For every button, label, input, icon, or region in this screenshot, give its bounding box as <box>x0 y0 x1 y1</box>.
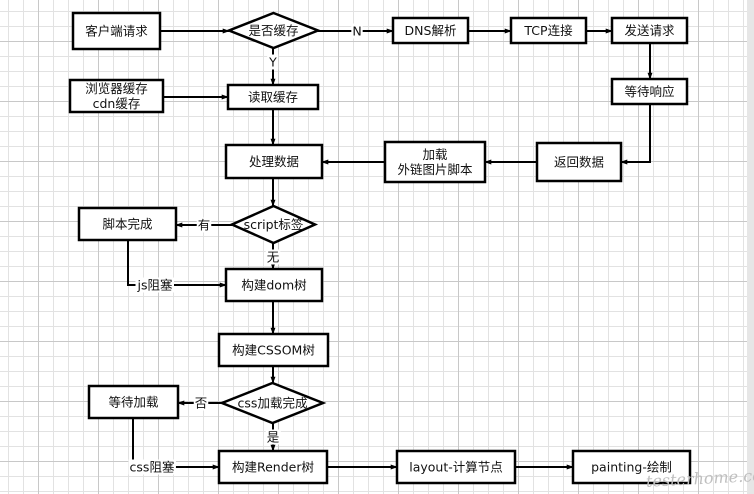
node-send-request[interactable]: 发送请求 <box>610 16 689 45</box>
node-label: layout-计算节点 <box>409 460 503 475</box>
edge-label-text: N <box>352 24 361 39</box>
edge-label-text: 有 <box>198 218 211 233</box>
process-box <box>383 140 487 184</box>
node-label: 脚本完成 <box>102 217 152 232</box>
node-client-request[interactable]: 客户端请求 <box>71 11 162 51</box>
node-painting[interactable]: painting-绘制 <box>571 449 692 485</box>
node-read-cache[interactable]: 读取缓存 <box>226 83 320 111</box>
edge-label-background <box>267 54 279 70</box>
node-label: 是否缓存 <box>248 23 298 38</box>
node-is-cached[interactable]: 是否缓存 <box>225 11 322 50</box>
node-tcp[interactable]: TCP连接 <box>509 16 588 45</box>
vertical-scrollbar[interactable] <box>747 0 754 494</box>
decision-diamond <box>225 11 322 50</box>
edge-label-is-cached-to-dns: N <box>351 23 363 39</box>
edge-label-text: 无 <box>267 250 280 265</box>
process-box <box>391 16 470 45</box>
edge-label-text: css阻塞 <box>130 460 175 475</box>
edge-label-background <box>128 459 176 475</box>
process-box <box>535 141 623 183</box>
process-box <box>571 449 692 485</box>
edge-script-done-to-build-dom <box>127 240 227 288</box>
process-box <box>68 78 165 114</box>
process-box <box>610 77 689 106</box>
node-label: 返回数据 <box>554 155 604 170</box>
node-process-data[interactable]: 处理数据 <box>224 143 324 180</box>
node-script-tag[interactable]: script标签 <box>228 204 319 245</box>
node-layout[interactable]: layout-计算节点 <box>395 449 517 485</box>
process-box <box>224 143 324 180</box>
edge-label-wait-load-to-build-render: css阻塞 <box>128 459 176 475</box>
process-box <box>610 16 689 45</box>
edge-label-background <box>193 395 209 411</box>
node-script-done[interactable]: 脚本完成 <box>77 206 178 242</box>
node-label: script标签 <box>244 217 304 232</box>
node-wait-response[interactable]: 等待响应 <box>610 77 689 106</box>
edge-label-text: Y <box>268 55 277 70</box>
edge-label-script-tag-to-build-dom: 无 <box>265 249 281 265</box>
edge-wait-response-to-return-data <box>620 104 651 165</box>
node-label: painting-绘制 <box>591 460 672 475</box>
node-label: 处理数据 <box>249 154 299 169</box>
node-label: css加载完成 <box>238 396 308 411</box>
edge-label-css-loaded-to-wait-load: 否 <box>193 395 209 411</box>
process-box <box>395 449 517 485</box>
node-label: 发送请求 <box>624 23 675 38</box>
edge-label-background <box>196 217 212 233</box>
node-build-render[interactable]: 构建Render树 <box>217 449 329 485</box>
edge-label-script-done-to-build-dom: js阻塞 <box>135 277 174 293</box>
process-box <box>217 449 329 485</box>
process-box <box>77 206 178 242</box>
node-label: cdn缓存 <box>93 96 141 111</box>
decision-diamond <box>228 204 319 245</box>
process-box <box>71 11 162 51</box>
node-css-loaded[interactable]: css加载完成 <box>218 381 327 425</box>
node-label: 浏览器缓存 <box>85 81 148 96</box>
node-label: TCP连接 <box>523 23 573 38</box>
edge-label-script-tag-to-script-done: 有 <box>196 217 212 233</box>
edge-label-text: 是 <box>267 430 280 445</box>
node-label: DNS解析 <box>405 23 457 38</box>
node-label: 等待响应 <box>624 84 674 99</box>
edge-label-background <box>265 429 281 445</box>
node-wait-load[interactable]: 等待加载 <box>87 384 180 420</box>
node-label: 构建CSSOM树 <box>232 343 315 358</box>
process-box <box>217 332 330 368</box>
node-dns[interactable]: DNS解析 <box>391 16 470 45</box>
node-label: 构建Render树 <box>232 460 314 475</box>
edge-label-background <box>265 249 281 265</box>
node-label: 外链图片脚本 <box>397 162 473 177</box>
node-return-data[interactable]: 返回数据 <box>535 141 623 183</box>
edge-label-text: 否 <box>195 396 208 411</box>
process-box <box>226 83 320 111</box>
edge-label-background <box>135 277 174 293</box>
node-label: 读取缓存 <box>248 90 298 105</box>
decision-diamond <box>218 381 327 425</box>
node-label: 等待加载 <box>108 395 159 410</box>
node-build-dom[interactable]: 构建dom树 <box>224 267 324 303</box>
edge-label-is-cached-to-read-cache: Y <box>267 54 279 70</box>
process-box <box>509 16 588 45</box>
node-build-cssom[interactable]: 构建CSSOM树 <box>217 332 330 368</box>
process-box <box>87 384 180 420</box>
edge-label-text: js阻塞 <box>137 278 173 293</box>
edge-label-background <box>351 23 363 39</box>
edge-label-css-loaded-to-build-render: 是 <box>265 429 281 445</box>
node-label: 客户端请求 <box>85 24 148 39</box>
node-label: 构建dom树 <box>241 278 306 293</box>
process-box <box>224 267 324 303</box>
node-label: 加载 <box>422 147 448 162</box>
